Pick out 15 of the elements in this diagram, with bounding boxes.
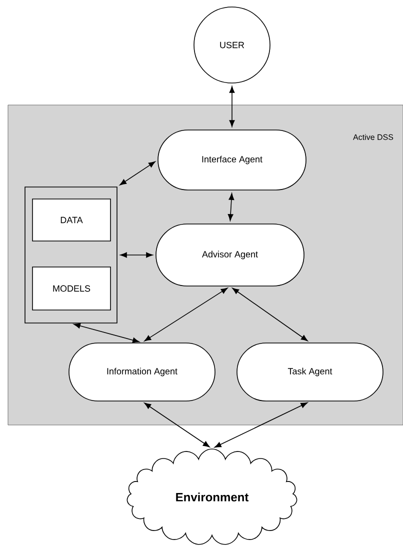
agent-box: Information Agent	[68, 342, 216, 402]
arrow	[144, 288, 228, 342]
models-box: MODELS	[32, 266, 111, 310]
arrow	[120, 252, 153, 258]
agent-box: Advisor Agent	[156, 224, 304, 286]
agent-box: Interface Agent	[158, 130, 306, 190]
arrow	[232, 288, 308, 342]
arrow	[120, 161, 156, 186]
arrow	[228, 193, 234, 221]
data-box: DATA	[32, 198, 111, 242]
agent-box: Task Agent	[236, 342, 384, 402]
arrow	[214, 402, 308, 448]
arrow	[74, 323, 140, 343]
arrow	[144, 402, 210, 448]
arrow	[229, 86, 235, 127]
